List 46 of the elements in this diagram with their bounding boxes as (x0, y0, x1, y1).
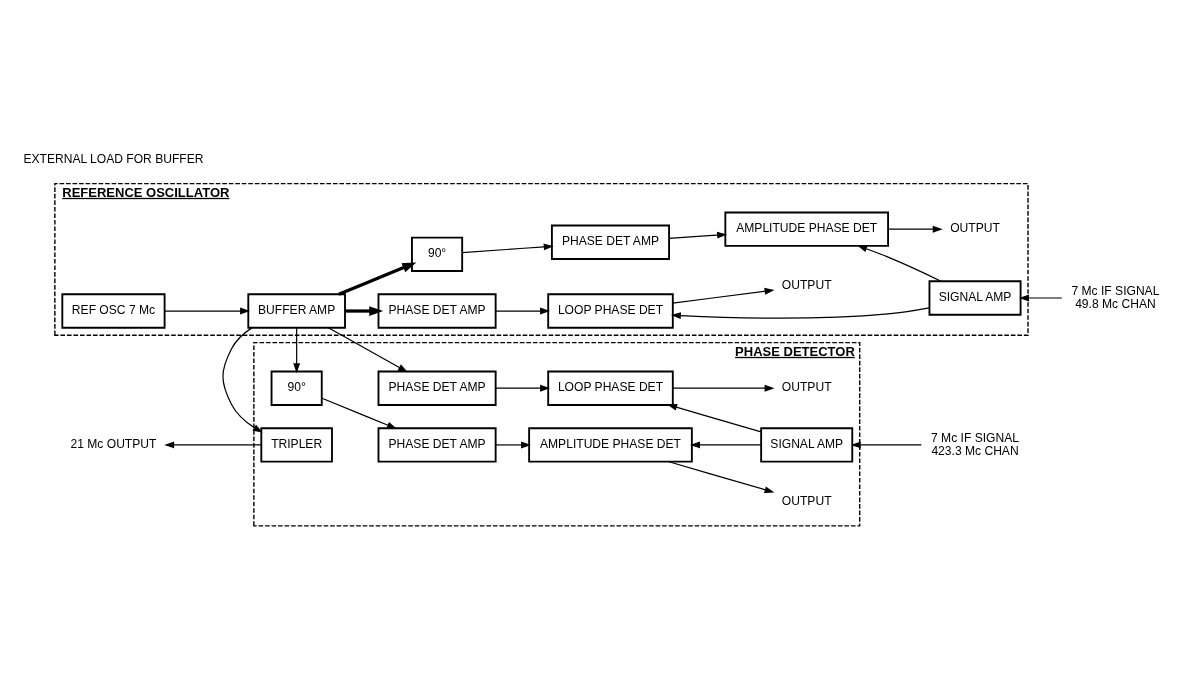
node-box: BUFFER AMP (247, 292, 346, 329)
arrow (672, 287, 775, 304)
arrow (690, 441, 762, 448)
arrow (345, 305, 384, 316)
node-text: 7 Mc IF SIGNAL 423.3 Mc CHAN (931, 430, 1019, 458)
node-text: OUTPUT (950, 220, 1000, 235)
arrow (672, 384, 775, 392)
node-box: AMPLITUDE PHASE DET (528, 426, 693, 463)
arrow (1019, 294, 1063, 301)
node-box: 90° (411, 236, 464, 272)
arrow (887, 225, 943, 233)
node-text: 7 Mc IF SIGNAL 49.8 Mc CHAN (1071, 283, 1160, 311)
node-text: 21 Mc OUTPUT (70, 436, 157, 451)
arrow (338, 261, 417, 296)
arrow (850, 441, 922, 448)
node-box: LOOP PHASE DET (547, 370, 674, 406)
node-box: TRIPLER (260, 426, 333, 463)
node-box: PHASE DET AMP (377, 292, 497, 329)
arrow (321, 397, 397, 429)
node-box: 90° (270, 370, 323, 406)
arrow (461, 242, 554, 253)
node-box: PHASE DET AMP (377, 426, 497, 463)
arrow (164, 441, 262, 448)
node-box: AMPLITUDE PHASE DET (724, 211, 889, 247)
arrow (857, 244, 942, 282)
node-box: PHASE DET AMP (551, 224, 670, 260)
arrow (293, 326, 301, 373)
label: EXTERNAL LOAD FOR BUFFER (23, 151, 204, 166)
node-box: REF OSC 7 Mc (61, 292, 166, 329)
arrow (164, 307, 250, 314)
node-box: LOOP PHASE DET (547, 292, 674, 329)
node-box: PHASE DET AMP (377, 370, 497, 406)
arrow (495, 307, 550, 314)
arrow (668, 231, 727, 239)
arrow (327, 326, 408, 372)
arrow (671, 306, 930, 319)
node-box: SIGNAL AMP (760, 426, 854, 463)
node-text: OUTPUT (781, 379, 832, 394)
node-box: SIGNAL AMP (928, 279, 1022, 316)
arrow (495, 384, 550, 392)
node-text: OUTPUT (781, 493, 832, 508)
arrow (495, 441, 531, 448)
arrow (668, 460, 775, 493)
arrow (222, 326, 263, 433)
node-text: OUTPUT (781, 277, 832, 292)
arrow (667, 403, 762, 432)
